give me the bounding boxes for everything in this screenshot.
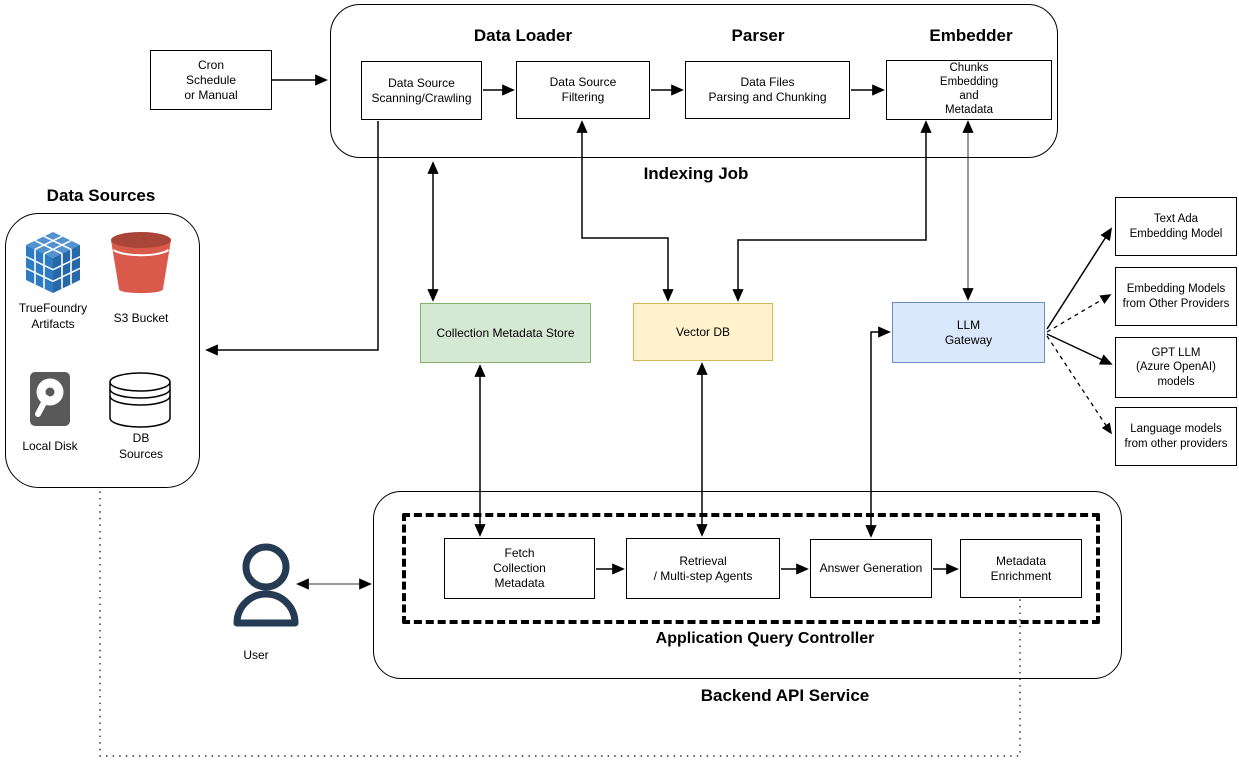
indexing-job-label: Indexing Job [643,164,749,183]
truefoundry-artifacts-icon [25,232,81,293]
metadata-enrichment-node: Metadata Enrichment [960,539,1082,598]
backend-api-service-container [373,491,1122,679]
data-files-parsing-node: Data Files Parsing and Chunking [685,61,850,119]
indexing-job-container [330,4,1058,158]
application-query-controller-label: Application Query Controller [655,630,875,647]
retrieval-agents-node: Retrieval / Multi-step Agents [626,538,780,599]
s3-bucket-icon [111,232,171,294]
db-sources-icon [109,372,171,428]
backend-api-service-label: Backend API Service [700,686,870,705]
collection-metadata-store-node: Collection Metadata Store [420,303,591,363]
arrow-filtering-to-vectordb [576,120,674,302]
arrow-answer-to-llm-gateway [865,326,891,538]
data-sources-title: Data Sources [46,186,156,205]
data-sources-container [5,213,200,488]
text-ada-embedding-node: Text Ada Embedding Model [1115,197,1237,256]
application-query-controller-container [402,513,1100,624]
data-loader-title: Data Loader [473,26,573,45]
truefoundry-artifacts-label: TrueFoundry Artifacts [18,301,88,331]
vector-db-node: Vector DB [633,303,773,361]
arrow-scanning-to-datasources [205,121,379,356]
db-sources-label: DB Sources [118,431,164,461]
arrow-chunks-to-vectordb [732,120,932,302]
language-models-other-node: Language models from other providers [1115,407,1237,466]
embedder-title: Embedder [929,26,1013,45]
arrow-gateway-to-language-other [1046,335,1112,435]
local-disk-label: Local Disk [22,439,78,453]
answer-generation-node: Answer Generation [810,539,932,598]
arrow-gateway-to-text-ada [1046,227,1113,330]
local-disk-icon [30,372,70,426]
data-source-scanning-node: Data Source Scanning/Crawling [361,61,482,120]
parser-title: Parser [731,26,785,45]
embedding-models-other-node: Embedding Models from Other Providers [1115,267,1237,326]
cron-schedule-node: Cron Schedule or Manual [150,50,272,110]
llm-gateway-node: LLM Gateway [892,302,1045,363]
user-icon [233,543,299,627]
s3-bucket-label: S3 Bucket [113,311,169,325]
data-source-filtering-node: Data Source Filtering [516,61,650,119]
user-label: User [243,648,269,662]
chunks-embedding-node: Chunks Embedding and Metadata [886,60,1052,120]
fetch-collection-metadata-node: Fetch Collection Metadata [444,538,595,599]
dotted-enrichment-to-datasources [99,491,1021,757]
arrow-gateway-to-gpt-llm [1046,333,1113,365]
gpt-llm-azure-node: GPT LLM (Azure OpenAI) models [1115,337,1237,398]
